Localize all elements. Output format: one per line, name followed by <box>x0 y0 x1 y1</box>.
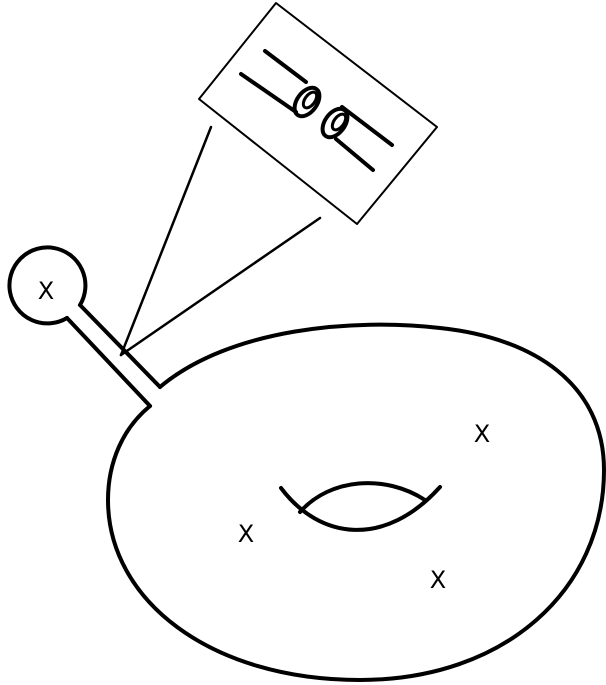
inset-tube-right <box>318 104 392 170</box>
puncture-mark-bottom: X <box>430 566 446 594</box>
zoom-inset-box <box>199 3 437 224</box>
zoom-line-left <box>121 127 211 355</box>
torus-outline <box>108 325 604 680</box>
inset-tube-left <box>241 51 324 121</box>
zoom-line-right <box>121 218 320 355</box>
puncture-mark-sphere: X <box>38 277 54 305</box>
torus-hole-upper <box>300 483 425 512</box>
puncture-mark-left: X <box>238 520 254 548</box>
puncture-mark-right: X <box>474 420 490 448</box>
